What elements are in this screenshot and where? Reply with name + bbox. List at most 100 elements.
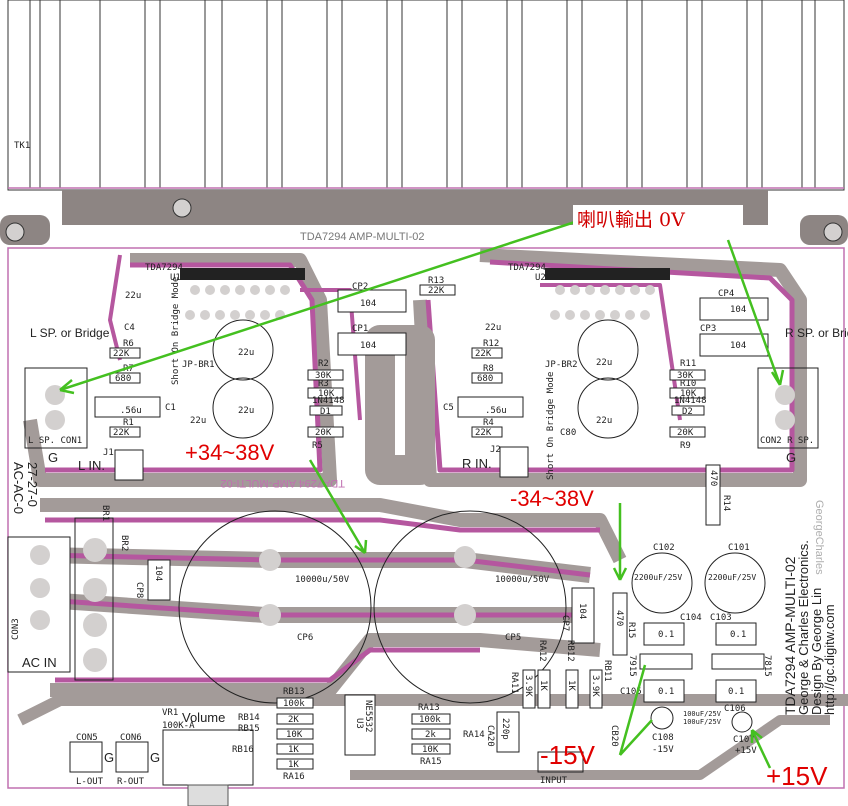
cp3-ref: CP3 bbox=[700, 324, 716, 334]
c103-label: C103 bbox=[710, 613, 732, 623]
ac-code2-label: AC-AC-0 bbox=[11, 462, 26, 514]
c5-value: .56u bbox=[485, 406, 507, 416]
r8-value: 680 bbox=[477, 374, 493, 384]
ra11-label: RA11 bbox=[509, 672, 519, 694]
r5-value: 20K bbox=[315, 428, 332, 438]
r8-ref: R8 bbox=[483, 364, 494, 374]
ca20-value: 220p bbox=[500, 718, 510, 740]
rb14-value: 2K bbox=[288, 715, 299, 725]
c103-value: 0.1 bbox=[730, 630, 746, 640]
rb15-value: 10K bbox=[286, 730, 303, 740]
r1-value: 22K bbox=[113, 428, 130, 438]
credit-line4: http://gc.digitw.com bbox=[822, 604, 837, 715]
ra15-label: RA15 bbox=[420, 757, 442, 767]
r-input-label: R IN. bbox=[462, 456, 492, 471]
ra15-value: 10K bbox=[422, 745, 439, 755]
con1-connector[interactable] bbox=[24, 367, 88, 449]
r-ground-label: G bbox=[786, 450, 796, 465]
c101-capacitor bbox=[704, 552, 766, 614]
ic1-label: 7815 bbox=[762, 655, 772, 677]
br1-label: BR1 bbox=[100, 505, 110, 521]
d2-ref: D2 bbox=[682, 407, 693, 417]
u1-ref: U1 bbox=[170, 273, 181, 283]
cp7-label: CP7 bbox=[560, 615, 570, 631]
r-out-label: R-OUT bbox=[117, 777, 145, 787]
annotations: 喇叭輸出 0V +34~38V -34~38V -15V +15V bbox=[59, 205, 828, 791]
r6-ref: R6 bbox=[123, 339, 134, 349]
u1-label: TDA7294 bbox=[145, 263, 183, 273]
r14-ref: R14 bbox=[721, 495, 731, 511]
r15-value: 470 bbox=[614, 610, 624, 626]
c3-capacitor bbox=[212, 377, 274, 439]
c2-capacitor bbox=[212, 319, 274, 381]
ac-in-label: AC IN bbox=[22, 655, 57, 670]
cp2-value: 104 bbox=[360, 299, 376, 309]
j2-jack[interactable] bbox=[499, 446, 529, 478]
c8-value: 22u bbox=[190, 416, 206, 426]
c102-label: C102 bbox=[653, 543, 675, 553]
ra11-value: 3.9K bbox=[523, 675, 533, 697]
heatsink: TK1 TDA7294 AMP-MULTI-02 bbox=[0, 0, 848, 245]
con3-label: CON3 bbox=[11, 618, 21, 640]
rb13-label: RB13 bbox=[283, 687, 305, 697]
credit-line3: Design By George Lin bbox=[809, 588, 824, 715]
c6-value: 22u bbox=[596, 416, 612, 426]
lout-ground: G bbox=[104, 750, 114, 765]
board-outline bbox=[7, 247, 845, 789]
u2-ic bbox=[545, 268, 670, 280]
jp-br2-label: JP-BR2 bbox=[545, 360, 578, 370]
r13-ref: R13 bbox=[428, 276, 444, 286]
r11-value: 30K bbox=[677, 371, 694, 381]
board-title-mirror: TDA7294 AMP-MULTI-02 bbox=[300, 231, 425, 243]
arrow-neg15 bbox=[618, 664, 653, 756]
u3-ic bbox=[344, 694, 376, 756]
pos15-annotation: +15V bbox=[766, 761, 828, 791]
con2-connector[interactable] bbox=[757, 367, 819, 449]
c101-value: 2200uF/25V bbox=[708, 573, 756, 582]
l-sp-label: L SP. or Bridge bbox=[30, 326, 110, 340]
credit-ghost: GeorgeCharles bbox=[813, 500, 825, 575]
ra14-label: RA14 bbox=[463, 730, 485, 740]
cp8-value: 104 bbox=[153, 565, 163, 581]
r12-ref: R12 bbox=[483, 339, 499, 349]
r-sp-label: R SP. or Bridge bbox=[785, 326, 848, 340]
input-connector[interactable] bbox=[537, 751, 584, 773]
r14-value: 470 bbox=[708, 470, 718, 486]
cp7-value: 104 bbox=[577, 603, 587, 619]
r6-value: 22K bbox=[113, 349, 130, 359]
u1-ic bbox=[180, 268, 305, 280]
rb12-value: 1K bbox=[566, 680, 576, 691]
cp5-capacitor bbox=[373, 510, 567, 704]
r2-ref: R2 bbox=[318, 359, 329, 369]
cp3-value: 104 bbox=[730, 341, 746, 351]
r11-ref: R11 bbox=[680, 359, 696, 369]
r3-ref: R3 bbox=[318, 379, 329, 389]
r-mode-label: Short On Bridge Mode bbox=[546, 372, 556, 480]
con6-connector[interactable] bbox=[115, 741, 149, 773]
con6-label: CON6 bbox=[120, 733, 142, 743]
volume-pot[interactable] bbox=[162, 729, 254, 786]
volume-shaft[interactable] bbox=[187, 784, 229, 806]
c1-ref: C1 bbox=[165, 403, 176, 413]
j2-label: J2 bbox=[490, 445, 501, 455]
rb15-label: RB15 bbox=[238, 724, 260, 734]
vr-value: 100K-A bbox=[162, 721, 195, 731]
br2-label: BR2 bbox=[119, 535, 129, 551]
rb11-label: RB11 bbox=[602, 660, 612, 682]
right-channel: TDA7294 U2 R SP. or Bridge CON2 R SP. G … bbox=[443, 263, 848, 526]
c4-ref: C4 bbox=[124, 323, 135, 333]
p15-silk: +15V bbox=[735, 746, 757, 756]
c107-value: 100uF/25V bbox=[683, 718, 722, 726]
speaker-out-annotation: 喇叭輸出 0V bbox=[577, 209, 685, 231]
con5-connector[interactable] bbox=[69, 741, 103, 773]
cp2-ref: CP2 bbox=[352, 282, 368, 292]
r15-label: R15 bbox=[626, 622, 636, 638]
heatsink-label: TK1 bbox=[14, 141, 30, 151]
cp1-value: 104 bbox=[360, 341, 376, 351]
cp4-value: 104 bbox=[730, 305, 746, 315]
r1-ref: R1 bbox=[123, 418, 134, 428]
c105-label: C105 bbox=[620, 687, 642, 697]
pos-supply-annotation: +34~38V bbox=[185, 440, 275, 465]
j1-jack[interactable] bbox=[114, 449, 144, 481]
ra16-label: RA16 bbox=[283, 772, 305, 782]
